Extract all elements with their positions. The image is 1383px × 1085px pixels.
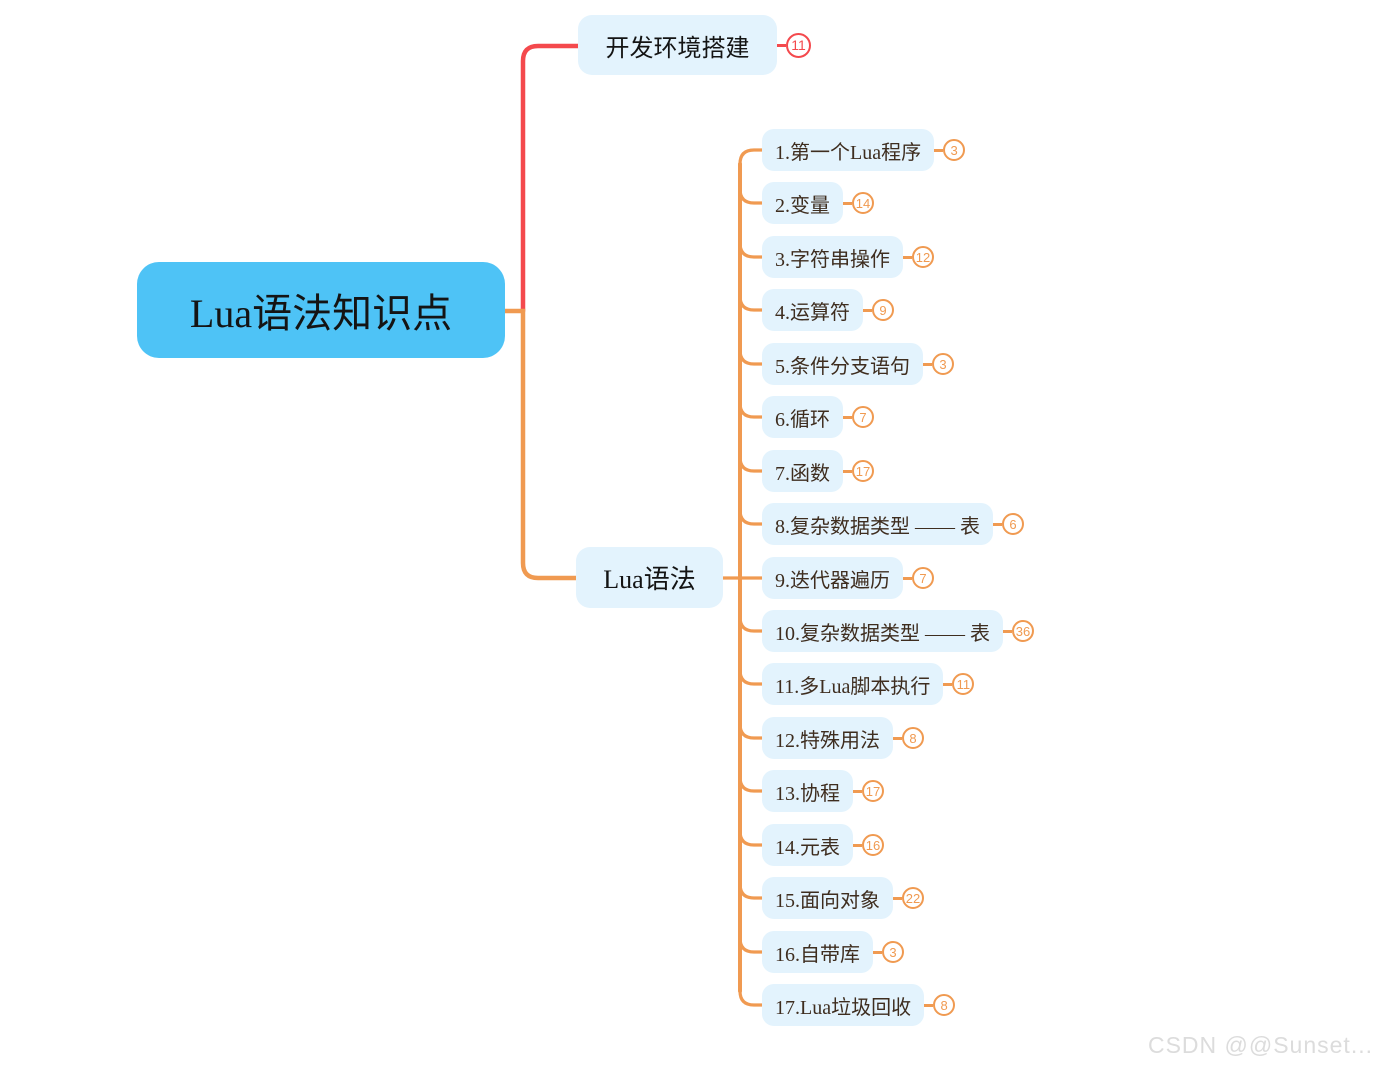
child-node-row: 5.条件分支语句 3 <box>762 343 954 385</box>
badge-connector <box>893 896 902 900</box>
notes-count-badge[interactable]: 14 <box>852 192 874 214</box>
child-node-label: 6.循环 <box>775 408 830 431</box>
branch-node-dev-env[interactable]: 开发环境搭建 <box>578 15 777 75</box>
watermark-text: CSDN @@Sunset... <box>1147 1032 1373 1058</box>
badge-connector <box>903 576 912 580</box>
child-node[interactable]: 4.运算符 <box>762 289 863 331</box>
notes-count-badge[interactable]: 17 <box>852 460 874 482</box>
child-node-row: 1.第一个Lua程序 3 <box>762 129 966 171</box>
badge-connector <box>923 362 932 366</box>
child-node-row: 13.协程 17 <box>762 770 884 812</box>
child-node-label: 2.变量 <box>775 194 830 217</box>
child-node-label: 8.复杂数据类型 —— 表 <box>775 515 980 538</box>
notes-count-badge[interactable]: 22 <box>902 887 924 909</box>
child-node-row: 14.元表 16 <box>762 824 884 866</box>
child-node-row: 11.多Lua脚本执行 11 <box>762 663 975 705</box>
child-node[interactable]: 12.特殊用法 <box>762 717 893 759</box>
branch-node-lua-syntax-label: Lua语法 <box>603 565 696 594</box>
root-node-label: Lua语法知识点 <box>189 291 453 336</box>
notes-count-badge[interactable]: 7 <box>852 406 874 428</box>
child-node[interactable]: 13.协程 <box>762 770 853 812</box>
child-node-row: 17.Lua垃圾回收 8 <box>762 984 956 1026</box>
notes-count-badge[interactable]: 11 <box>952 673 975 695</box>
badge-connector <box>893 736 902 740</box>
child-node-label: 4.运算符 <box>775 301 850 324</box>
notes-count-badge[interactable]: 6 <box>1002 513 1024 535</box>
child-node[interactable]: 1.第一个Lua程序 <box>762 129 935 171</box>
notes-count-badge[interactable]: 9 <box>872 299 894 321</box>
badge-connector <box>843 201 852 205</box>
child-node-row: 7.函数 17 <box>762 450 874 492</box>
child-node[interactable]: 2.变量 <box>762 182 843 224</box>
notes-count-badge[interactable]: 16 <box>862 834 884 856</box>
notes-count-badge[interactable]: 3 <box>943 139 966 161</box>
child-node[interactable]: 3.字符串操作 <box>762 236 903 278</box>
child-node[interactable]: 8.复杂数据类型 —— 表 <box>762 503 993 545</box>
child-node[interactable]: 6.循环 <box>762 396 843 438</box>
badge-connector <box>843 469 852 473</box>
child-node[interactable]: 5.条件分支语句 <box>762 343 923 385</box>
badge-connector <box>993 522 1002 526</box>
badge-connector <box>934 148 944 152</box>
badge-connector <box>903 255 912 259</box>
notes-count-badge[interactable]: 8 <box>902 727 924 749</box>
notes-count-badge[interactable]: 3 <box>882 941 904 963</box>
badge-connector <box>853 843 862 847</box>
child-node-label: 7.函数 <box>775 462 830 485</box>
badge-connector <box>843 415 852 419</box>
child-node-row: 6.循环 7 <box>762 396 874 438</box>
notes-count-badge[interactable]: 3 <box>932 353 954 375</box>
branch-node-lua-syntax[interactable]: Lua语法 <box>576 547 723 608</box>
branch-node-dev-env-label: 开发环境搭建 <box>605 35 750 62</box>
child-node-row: 8.复杂数据类型 —— 表 6 <box>762 503 1024 545</box>
child-node-row: 15.面向对象 22 <box>762 877 924 919</box>
child-node-label: 16.自带库 <box>775 943 860 966</box>
notes-count-badge[interactable]: 11 <box>786 32 811 58</box>
badge-connector <box>943 682 953 686</box>
notes-count-badge[interactable]: 17 <box>862 780 884 802</box>
child-node-row: 10.复杂数据类型 —— 表 36 <box>762 610 1034 652</box>
child-node[interactable]: 16.自带库 <box>762 931 873 973</box>
child-node-label: 13.协程 <box>775 782 840 805</box>
child-node-label: 11.多Lua脚本执行 <box>775 675 931 698</box>
branch-dev-env: 开发环境搭建 11 <box>578 15 811 75</box>
badge-connector <box>863 308 872 312</box>
child-node-label: 9.迭代器遍历 <box>775 569 890 592</box>
badge-connector <box>777 43 786 47</box>
badge-connector <box>853 789 862 793</box>
child-node-row: 16.自带库 3 <box>762 931 904 973</box>
notes-count-badge[interactable]: 12 <box>912 246 934 268</box>
child-node-label: 3.字符串操作 <box>775 248 890 271</box>
badge-connector <box>924 1003 934 1007</box>
root-node[interactable]: Lua语法知识点 <box>137 262 505 358</box>
child-node-row: 4.运算符 9 <box>762 289 894 331</box>
child-node-label: 14.元表 <box>775 836 840 859</box>
badge-connector <box>1003 629 1012 633</box>
child-node-row: 9.迭代器遍历 7 <box>762 557 934 599</box>
child-node[interactable]: 11.多Lua脚本执行 <box>762 663 944 705</box>
child-node-row: 3.字符串操作 12 <box>762 236 934 278</box>
child-node-label: 12.特殊用法 <box>775 729 880 752</box>
child-node-label: 17.Lua垃圾回收 <box>775 996 912 1019</box>
child-node-row: 2.变量 14 <box>762 182 874 224</box>
notes-count-badge[interactable]: 8 <box>933 994 956 1016</box>
child-node-label: 1.第一个Lua程序 <box>775 141 922 164</box>
child-node[interactable]: 10.复杂数据类型 —— 表 <box>762 610 1003 652</box>
notes-count-badge[interactable]: 7 <box>912 567 934 589</box>
notes-count-badge[interactable]: 36 <box>1012 620 1034 642</box>
child-node-label: 5.条件分支语句 <box>775 355 910 378</box>
child-node[interactable]: 17.Lua垃圾回收 <box>762 984 925 1026</box>
child-node[interactable]: 15.面向对象 <box>762 877 893 919</box>
badge-connector <box>873 950 882 954</box>
child-node-row: 12.特殊用法 8 <box>762 717 924 759</box>
child-node[interactable]: 9.迭代器遍历 <box>762 557 903 599</box>
child-node[interactable]: 14.元表 <box>762 824 853 866</box>
child-node-label: 15.面向对象 <box>775 889 880 912</box>
child-node[interactable]: 7.函数 <box>762 450 843 492</box>
child-node-label: 10.复杂数据类型 —— 表 <box>775 622 990 645</box>
